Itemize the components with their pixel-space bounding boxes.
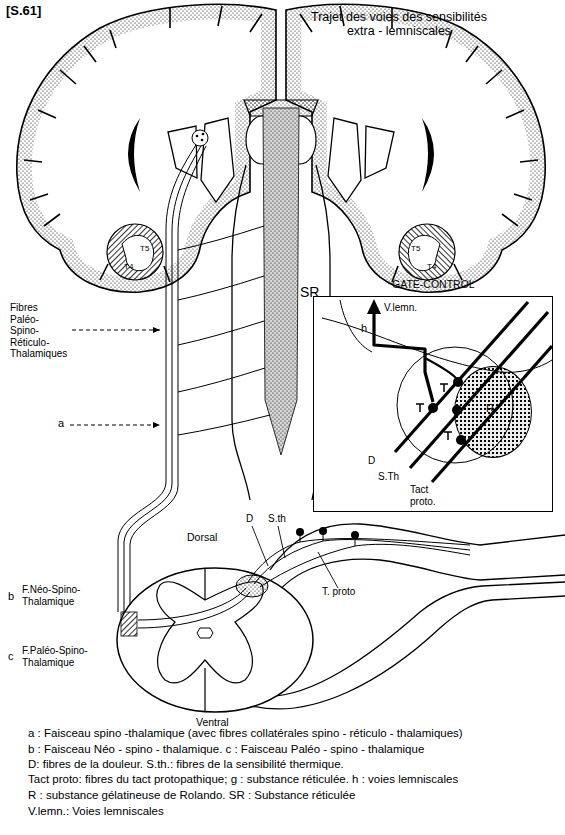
figure-number: [S.61]: [6, 4, 41, 19]
root-fiber: [254, 540, 470, 584]
protopathic-fiber: [432, 346, 552, 482]
legend-note: V.lemn.: Voies lemniscales: [28, 805, 164, 818]
callout-letter: c: [8, 650, 14, 663]
ganglion-cell: [319, 527, 327, 535]
inset-background: [313, 296, 553, 512]
inset-box: GATE-CONTROLR: [313, 296, 553, 512]
hemisphere-fill: [17, 4, 276, 292]
leader-line: [252, 526, 338, 588]
region-abbrev: SR: [300, 284, 319, 300]
fibre-abbrev: T. proto: [322, 586, 355, 598]
ganglion-stem: [300, 534, 355, 546]
tract-label: F.Néo-Spino- Thalamique: [22, 584, 102, 607]
median-fissure: [204, 568, 205, 712]
arrowhead: [367, 299, 381, 314]
brain-hemisphere: [286, 4, 545, 292]
tract-label: F.Paléo-Spino- Thalamique: [22, 645, 110, 668]
root-fiber: [260, 544, 470, 587]
diagram-title: Trajet des voies des sensibilités extra …: [296, 10, 502, 39]
neuron-dot: [196, 135, 199, 138]
callout-letter: h: [361, 322, 367, 335]
fibre-label: Fibres Paléo- Spino- Réticulo- Thalamiqu…: [10, 302, 69, 360]
cortex-band: [17, 4, 276, 292]
callout-letter: a: [58, 417, 64, 430]
legend-note: Tact proto: fibres du tact protopathique…: [28, 773, 458, 786]
fibre-abbrev: S.Th: [378, 471, 399, 483]
ganglion-cell: [296, 528, 304, 536]
capsule-crescent: [128, 118, 140, 192]
crossing-fibers: [138, 588, 250, 628]
fibre-abbrev: V.lemn.: [384, 302, 417, 314]
neuron-dot: [202, 133, 205, 136]
legend-note: R : substance gélatineuse de Rolando. SR…: [28, 789, 355, 802]
leader-arrow: [70, 425, 160, 426]
spinal-cord: [117, 568, 313, 712]
leader-arrow: [72, 330, 160, 331]
lemniscal-fiber: [374, 312, 433, 402]
orientation-label: Ventral: [196, 716, 229, 728]
region-letter: R: [486, 402, 494, 414]
orientation-label: Dorsal: [187, 531, 217, 543]
hippocampus-core: [122, 235, 154, 270]
fibre-abbrev: Tact proto.: [410, 484, 446, 507]
thalamic-nucleus: [192, 130, 208, 146]
gelatinous-substance: R: [454, 366, 532, 458]
collateral-fibers: [178, 226, 270, 435]
reticular-stipple: [263, 108, 299, 455]
hippocampus: [107, 224, 163, 280]
ventricle: [201, 118, 234, 202]
dorsal-root-outline: [278, 559, 565, 592]
area-label: T4: [124, 262, 133, 271]
neuron-dot: [201, 139, 204, 142]
sulci: [24, 6, 262, 282]
legend-note: a : Faisceau spino -thalamique (avec fib…: [28, 727, 463, 740]
hemisphere-outline: [17, 4, 276, 292]
thermal-fiber: [410, 312, 548, 468]
reticular-column: [263, 108, 299, 455]
ganglion-cell: [351, 531, 359, 539]
callout-letter: b: [8, 590, 14, 603]
tract-fiber: [118, 145, 196, 612]
area-label: T5: [140, 244, 149, 253]
brain-hemisphere: [17, 4, 276, 292]
area-label: T5: [411, 244, 420, 253]
legend-note: b : Faisceau Néo - spino - thalamique. c…: [28, 743, 424, 756]
cord-surface: [322, 318, 552, 372]
inset-heading: GATE-CONTROL: [392, 278, 475, 290]
legend-note: D: fibres de la douleur. S.th.: fibres d…: [28, 758, 344, 771]
central-canal: [197, 628, 213, 638]
lemniscal-branch: [425, 358, 456, 378]
synapse: [428, 403, 438, 413]
synaptic-bar: [416, 384, 452, 440]
area-label: T4: [427, 262, 436, 271]
thin-fiber: [340, 300, 372, 352]
fibre-abbrev: D: [246, 513, 253, 525]
fibre-abbrev: S.th: [268, 513, 286, 525]
tract-area: [121, 612, 137, 636]
fibre-abbrev: D: [368, 455, 375, 467]
